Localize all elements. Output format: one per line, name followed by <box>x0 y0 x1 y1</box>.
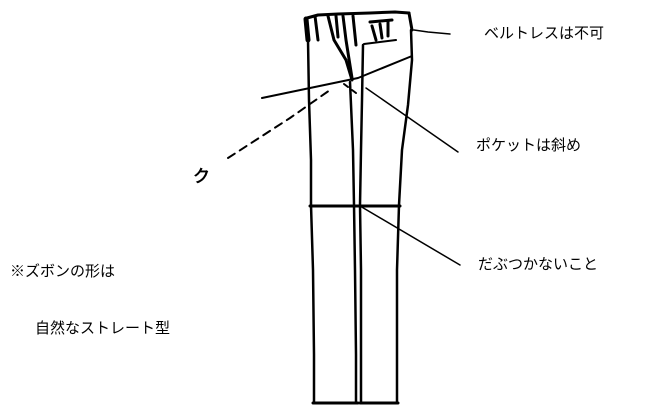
note-line-2: 自然なストレート型 <box>35 319 170 337</box>
crease-annotation: だぶつかないこと <box>478 255 598 273</box>
cut-off-mark: ク <box>193 167 210 187</box>
trouser-outline <box>306 28 414 405</box>
pocket-annotation: ポケットは斜め <box>476 136 581 154</box>
slant-pocket <box>227 55 413 159</box>
leader-lines <box>359 29 461 266</box>
waistband <box>303 10 414 47</box>
belt-annotation: ベルトレスは不可 <box>484 24 604 42</box>
front-pleat <box>326 14 354 82</box>
belt-loop-detail <box>363 18 397 45</box>
note-line-1: ※ズボンの形は <box>10 262 115 280</box>
